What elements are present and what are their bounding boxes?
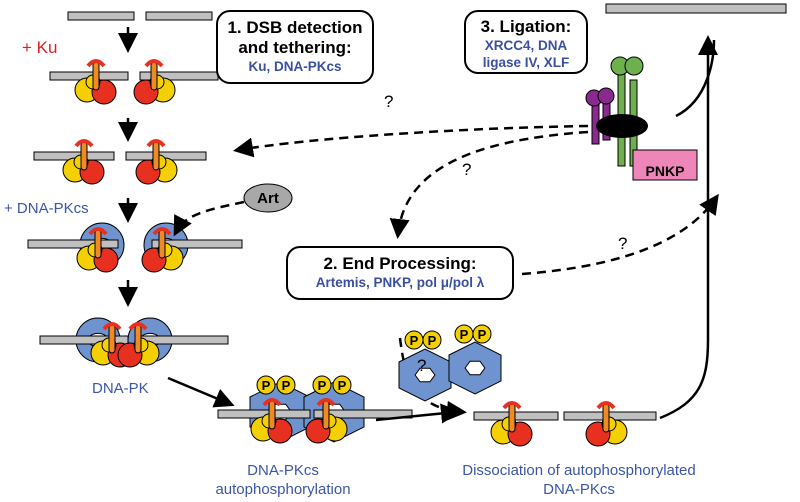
dnapkcs-hexagon — [448, 341, 502, 395]
ligated-dna — [605, 3, 787, 14]
phosphate-label: P — [262, 378, 271, 393]
ku-ring — [596, 401, 616, 410]
dnapkcs-cavity — [464, 360, 486, 376]
dna-end-right — [145, 11, 213, 21]
dnapk-label: DNA-PK — [92, 380, 149, 397]
ligation-arrow — [675, 39, 716, 118]
step1-box: 1. DSB detection and tethering: Ku, DNA-… — [216, 10, 374, 84]
phosphate-group — [276, 375, 296, 395]
ku-ring — [152, 227, 172, 236]
dissoc-label-line1: Dissociation of autophosphorylated — [462, 462, 696, 479]
question-mark: ? — [462, 160, 472, 179]
step2-box: 2. End Processing: Artemis, PNKP, pol μ/… — [286, 246, 514, 300]
step1-title-line1: 1. DSB detection — [227, 18, 363, 37]
step3-sub-line2: ligase IV, XLF — [482, 55, 570, 70]
autophos-label-line2: autophosphorylation — [215, 481, 351, 498]
phosphate-label: P — [478, 327, 487, 342]
phosphate-label: P — [338, 378, 347, 393]
phosphate-group — [312, 375, 332, 395]
ku-ring — [158, 229, 166, 259]
dna-end — [313, 409, 413, 419]
step3-sub-line1: XRCC4, DNA — [484, 38, 568, 53]
ku-heterodimer — [74, 59, 117, 105]
ku-ring — [152, 141, 160, 171]
question-mark: ? — [417, 356, 427, 375]
step2-title: 2. End Processing: — [323, 254, 477, 273]
phosphate-label: P — [428, 333, 437, 348]
ku-heterodimer — [490, 401, 533, 447]
ku-heterodimer — [62, 139, 105, 185]
question-mark: ? — [618, 234, 628, 253]
pnkp-label: PNKP — [645, 163, 685, 179]
ku-ring — [86, 59, 106, 68]
phosphate-group — [472, 324, 492, 344]
phosphate-group — [422, 330, 442, 350]
step3-box: 3. Ligation: XRCC4, DNA ligase IV, XLF — [464, 10, 588, 74]
dna-end — [27, 239, 119, 249]
ku-heterodimer — [141, 227, 184, 273]
ligation-arrow — [659, 35, 718, 420]
phosphate-label: P — [318, 378, 327, 393]
dna-end — [473, 411, 559, 421]
question-mark: ? — [384, 92, 394, 111]
ku-ring — [92, 61, 100, 91]
dnapkcs-hexagon — [398, 348, 452, 402]
ku-ring — [144, 59, 164, 68]
phosphate-group — [256, 375, 276, 395]
ku-heterodimer — [133, 59, 176, 105]
ku-ring — [150, 61, 158, 91]
ku-ring — [94, 229, 102, 259]
step3-title: 3. Ligation: — [480, 17, 572, 36]
ku-ring — [74, 139, 94, 148]
plus-ku-label: + Ku — [22, 38, 58, 57]
ku-ring — [146, 139, 166, 148]
xrcc4-head — [624, 56, 644, 76]
phosphate-label: P — [460, 327, 469, 342]
ku-heterodimer — [76, 227, 119, 273]
phosphate-group — [332, 375, 352, 395]
ku-ring — [108, 324, 116, 354]
dna-end-left — [67, 11, 135, 21]
ku-heterodimer — [250, 398, 293, 444]
xlf-head — [597, 87, 615, 105]
ku-heterodimer — [117, 322, 160, 368]
ku-heterodimer — [135, 139, 178, 185]
ligase-iv — [596, 114, 648, 138]
ku-ring — [262, 398, 282, 407]
dissoc-label-line2: DNA-PKcs — [543, 481, 615, 498]
ku-ring — [102, 322, 122, 331]
pnkp-box — [632, 149, 698, 181]
phosphate-label: P — [282, 378, 291, 393]
ku-ring — [268, 400, 276, 430]
return-arrow — [233, 124, 589, 158]
ku-ring — [88, 227, 108, 236]
artemis-label: Art — [257, 190, 279, 207]
ku-ring — [502, 401, 522, 410]
step1-title-line2: and tethering: — [238, 38, 352, 57]
ku-ring — [134, 324, 142, 354]
step2-sub: Artemis, PNKP, pol μ/pol λ — [315, 275, 485, 290]
ku-ring — [316, 398, 336, 407]
artemis-oval — [243, 183, 293, 213]
ku-ring — [128, 322, 148, 331]
step-arrow — [375, 403, 461, 424]
plus-dnapkcs-label: + DNA-PKcs — [4, 200, 89, 217]
dnapkcs-cavity — [414, 367, 436, 383]
phosphate-label: P — [410, 333, 419, 348]
artemis-arrow — [173, 200, 245, 237]
autophos-label-line1: DNA-PKcs — [247, 462, 319, 479]
step-arrow — [167, 376, 235, 408]
ku-ring — [508, 403, 516, 433]
dna-end — [151, 239, 243, 249]
ku-ring — [602, 403, 610, 433]
processing-arrow — [389, 130, 589, 239]
ku-heterodimer — [305, 398, 348, 444]
dna-end — [39, 335, 129, 345]
ku-heterodimer — [585, 401, 628, 447]
step1-sub: Ku, DNA-PKcs — [248, 59, 342, 74]
ku-ring — [80, 141, 88, 171]
ku-ring — [322, 400, 330, 430]
